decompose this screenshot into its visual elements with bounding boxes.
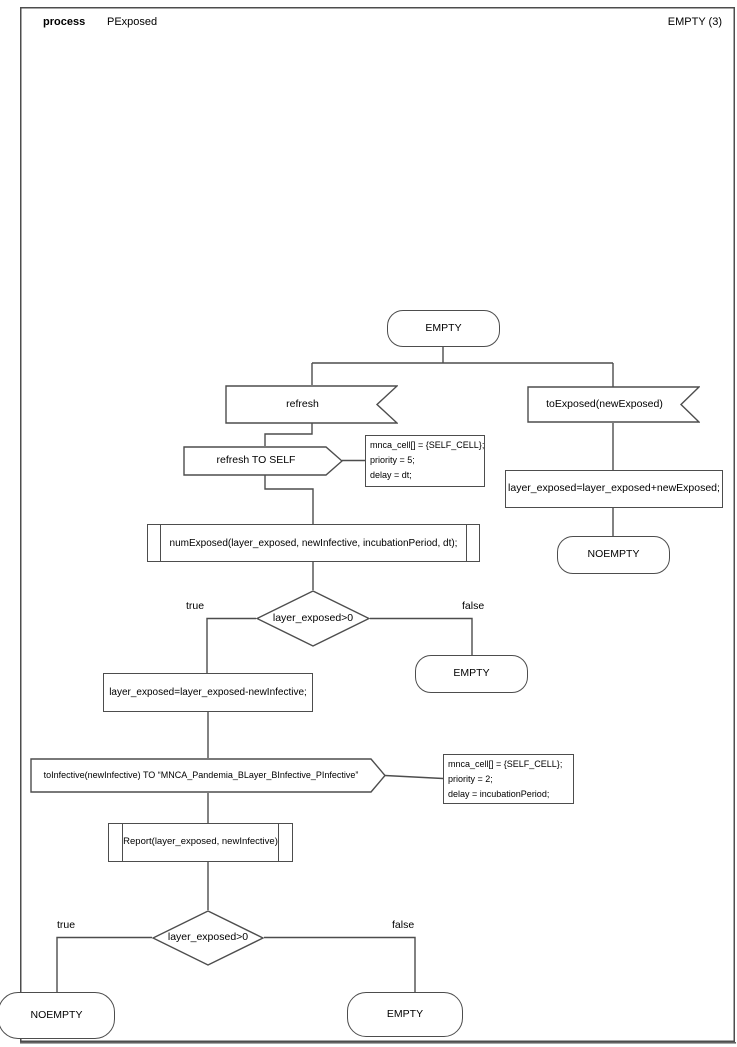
signal-input-refresh[interactable]: refresh <box>225 385 398 424</box>
output-signal-shape <box>183 446 343 476</box>
note-line: mnca_cell[] = {SELF_CELL}; <box>448 759 563 769</box>
task-subtract-infective-label: layer_exposed=layer_exposed-newInfective… <box>109 687 307 698</box>
branch-label-false: false <box>392 919 415 931</box>
procedure-side-bar <box>466 525 467 561</box>
connector <box>206 617 256 673</box>
procedure-report-label: Report(layer_exposed, newInfective) <box>123 836 278 848</box>
procedure-side-bar <box>278 824 279 861</box>
decision-layer-exposed-2[interactable]: layer_exposed>0 <box>152 910 264 966</box>
task-add-exposed-label: layer_exposed=layer_exposed+newExposed; <box>508 482 720 495</box>
procedure-numexposed-label: numExposed(layer_exposed, newInfective, … <box>169 537 458 549</box>
task-add-exposed[interactable]: layer_exposed=layer_exposed+newExposed; <box>505 470 723 508</box>
state-empty-bottom-label: EMPTY <box>386 1007 424 1020</box>
state-empty-mid[interactable]: EMPTY <box>415 655 528 693</box>
decision-layer-exposed-2-label: layer_exposed>0 <box>167 931 249 944</box>
signal-output-toinfective[interactable]: toInfective(newInfective) TO “MNCA_Pande… <box>30 758 386 793</box>
signal-output-toinfective-label: toInfective(newInfective) TO “MNCA_Pande… <box>43 769 359 780</box>
connector <box>56 936 152 992</box>
state-noempty-right[interactable]: NOEMPTY <box>557 536 670 574</box>
note-line: priority = 2; <box>448 774 493 784</box>
connector <box>370 617 473 655</box>
note-refresh-params[interactable]: mnca_cell[] = {SELF_CELL}; priority = 5;… <box>365 435 485 487</box>
procedure-side-bar <box>122 824 123 861</box>
process-name: PExposed <box>107 16 158 28</box>
decision-diamond-shape <box>152 910 264 966</box>
branch-label-true: true <box>57 919 76 931</box>
connector <box>264 936 416 992</box>
decision-layer-exposed-1-label: layer_exposed>0 <box>272 611 354 624</box>
output-signal-shape <box>30 758 386 793</box>
state-noempty-right-label: NOEMPTY <box>587 548 640 561</box>
signal-output-refresh-to-self[interactable]: refresh TO SELF <box>183 446 343 476</box>
state-start-empty[interactable]: EMPTY <box>387 310 500 347</box>
branch-label-false: false <box>462 600 485 612</box>
state-noempty-bottom[interactable]: NOEMPTY <box>0 992 115 1039</box>
state-empty-mid-label: EMPTY <box>453 667 490 680</box>
signal-input-refresh-label: refresh <box>286 397 319 410</box>
state-empty-bottom[interactable]: EMPTY <box>347 992 463 1037</box>
input-signal-shape <box>225 385 398 424</box>
note-line: delay = incubationPeriod; <box>448 789 550 799</box>
decision-diamond-shape <box>256 590 370 647</box>
frame-corner-label: EMPTY (3) <box>667 16 722 28</box>
connector <box>264 475 314 524</box>
page-frame <box>20 7 735 1042</box>
signal-input-toexposed[interactable]: toExposed(newExposed) <box>527 386 700 423</box>
branch-label-true: true <box>186 600 205 612</box>
state-start-empty-label: EMPTY <box>425 321 462 334</box>
note-line: delay = dt; <box>370 470 412 480</box>
procedure-side-bar <box>160 525 161 561</box>
decision-layer-exposed-1[interactable]: layer_exposed>0 <box>256 590 370 647</box>
note-line: priority = 5; <box>370 455 415 465</box>
procedure-numexposed[interactable]: numExposed(layer_exposed, newInfective, … <box>147 524 480 562</box>
note-line: mnca_cell[] = {SELF_CELL}; <box>370 440 485 450</box>
task-subtract-infective[interactable]: layer_exposed=layer_exposed-newInfective… <box>103 673 313 712</box>
note-toinfective-params[interactable]: mnca_cell[] = {SELF_CELL}; priority = 2;… <box>443 754 574 804</box>
input-signal-shape <box>527 386 700 423</box>
state-noempty-bottom-label: NOEMPTY <box>30 1008 83 1021</box>
process-keyword: process <box>43 16 86 28</box>
connector <box>264 423 313 446</box>
signal-input-toexposed-label: toExposed(newExposed) <box>546 397 663 410</box>
signal-output-refresh-to-self-label: refresh TO SELF <box>216 454 296 467</box>
connector <box>384 774 444 780</box>
procedure-report[interactable]: Report(layer_exposed, newInfective) <box>108 823 293 862</box>
